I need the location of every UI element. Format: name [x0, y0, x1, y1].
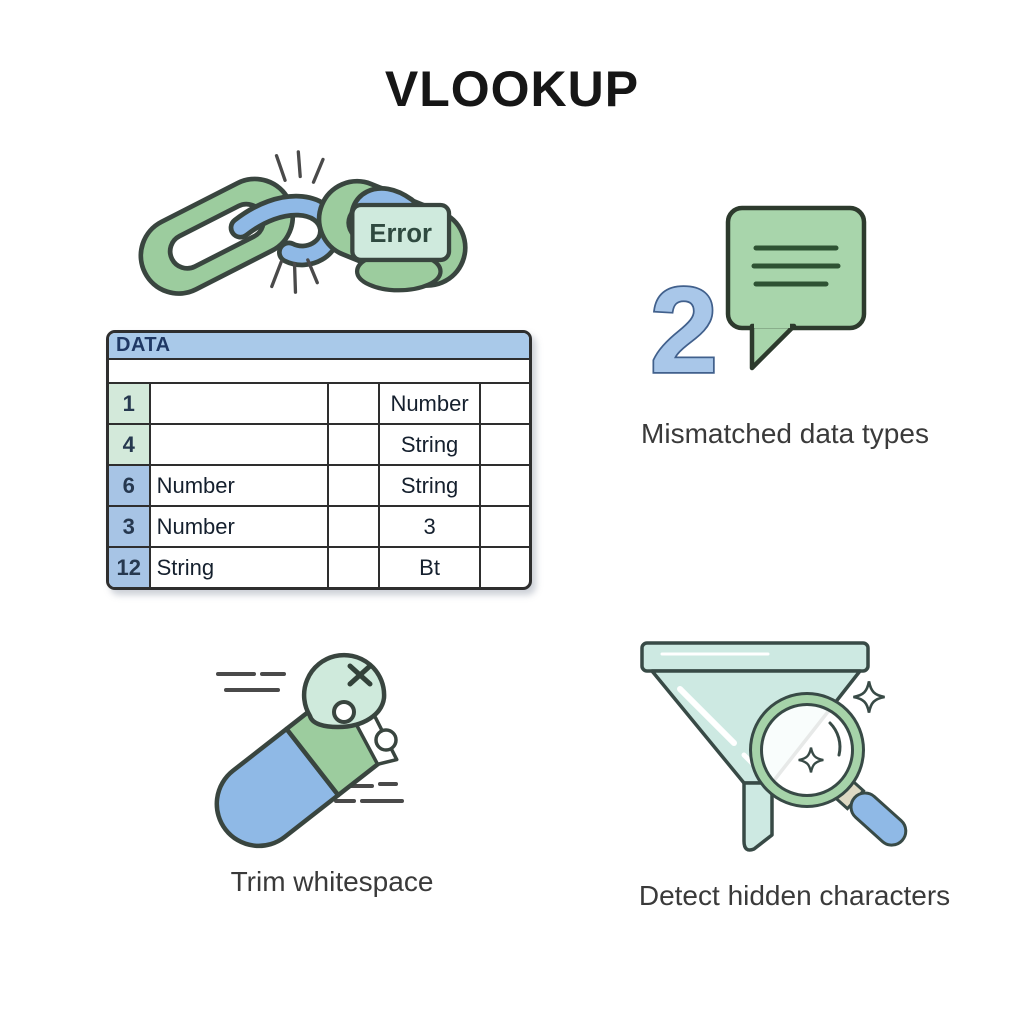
table-cell [327, 546, 380, 587]
table-cell: String [148, 546, 330, 587]
bubble-text-lines [751, 245, 841, 287]
table-cell: Number [148, 505, 330, 548]
capsule-broken-cap [301, 652, 398, 752]
error-badge [350, 202, 452, 263]
detect-caption: Detect hidden characters [638, 880, 951, 911]
funnel-icon [640, 641, 908, 852]
magnifier-icon [749, 692, 908, 847]
table-cell [479, 384, 529, 425]
table-cell [479, 423, 529, 466]
broken-chain-icon: Error [138, 150, 468, 296]
table-cell [327, 423, 380, 466]
table-row: 12 String Bt [109, 546, 529, 587]
magnifier-lens [762, 705, 852, 795]
table-row: 6 Number String [109, 464, 529, 507]
table-cell: String [377, 423, 482, 466]
sparkle-icon [798, 681, 885, 773]
table-row: 1 Number [109, 384, 529, 425]
table-cell [479, 546, 529, 587]
speed-lines-icon [216, 672, 404, 803]
data-table: DATA 1 Number 4 String 6 [106, 330, 532, 590]
table-title-bar: DATA [109, 333, 529, 360]
spark-lines-icon [270, 150, 325, 294]
row-number-cell: 4 [109, 423, 151, 466]
table-cell: 3 [377, 505, 482, 548]
table-row: 4 String [109, 423, 529, 466]
row-number-cell: 6 [109, 464, 151, 507]
magnifier-handle [830, 775, 908, 847]
table-cell [327, 505, 380, 548]
error-badge-label: Error [369, 220, 432, 248]
table-cell: Number [377, 384, 482, 425]
table-cell: Number [148, 464, 330, 507]
table-cell: String [377, 464, 482, 507]
speech-bubble-shape [725, 205, 867, 371]
trim-caption: Trim whitespace [230, 866, 434, 897]
table-grid: 1 Number 4 String 6 Number String [109, 384, 529, 587]
number-two-glyph: 2 [650, 262, 718, 398]
row-number-cell: 3 [109, 505, 151, 548]
table-cell [327, 464, 380, 507]
mismatched-caption: Mismatched data types [641, 418, 929, 449]
x-mark-icon [347, 663, 373, 687]
table-title: DATA [116, 334, 171, 356]
table-cell [479, 464, 529, 507]
table-cell [479, 505, 529, 548]
table-cell: Bt [377, 546, 482, 587]
pill-capsule-icon [214, 652, 404, 849]
lens-reflection [828, 721, 842, 757]
chain-link-left [138, 176, 296, 296]
row-number-cell: 12 [109, 546, 151, 587]
table-cell [148, 384, 330, 425]
table-row: 3 Number 3 [109, 505, 529, 548]
row-number-cell: 1 [109, 384, 151, 425]
page-title: VLOOKUP [384, 61, 640, 117]
speech-bubble-icon: 2 [648, 205, 867, 400]
table-cell [148, 423, 330, 466]
table-cell [327, 384, 380, 425]
table-empty-band [109, 360, 529, 384]
